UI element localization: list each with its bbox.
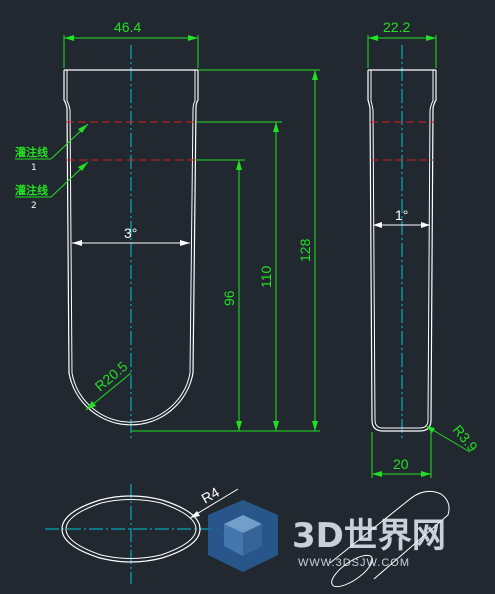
arrow-right [180, 240, 190, 246]
arrow-left [72, 240, 82, 246]
top-outline-outer [61, 495, 201, 563]
height-96-label: 96 [221, 290, 237, 306]
front-height-dimensions: 96 110 128 [131, 69, 320, 432]
fill-line-2-number: 2 [31, 201, 37, 211]
side-width-dimension: 22.2 [367, 19, 437, 68]
side-radius-dimension: R3.9 [425, 422, 481, 455]
cube-logo-icon [208, 500, 278, 572]
fill-line-annotations: 灌注线 1 灌注线 2 [15, 123, 89, 211]
fill-line-2-label: 灌注线 [15, 183, 48, 197]
logo-url-text: WWW.3DSJW.COM [298, 557, 410, 569]
front-outline-inner [66, 70, 196, 423]
front-taper-label: 3° [124, 225, 137, 241]
front-width-label: 46.4 [114, 19, 141, 35]
iso-sketch [329, 490, 450, 588]
logo-brand-text: 3D世界网 [292, 516, 446, 556]
fill-line-1-number: 1 [31, 163, 37, 173]
side-view: 1° [367, 45, 437, 440]
front-view: 3° [63, 45, 199, 440]
side-outline-outer [367, 70, 437, 432]
front-radius-dimension: R20.5 [85, 358, 132, 411]
top-outline-inner [65, 499, 197, 559]
top-radius-label: R4 [199, 484, 223, 507]
front-width-dimension: 46.4 [63, 19, 199, 68]
side-outline-inner [370, 70, 434, 429]
top-view: R4 [45, 484, 239, 584]
side-width-label: 22.2 [383, 19, 410, 35]
side-bottom-label: 20 [393, 456, 409, 472]
height-128-label: 128 [297, 238, 313, 262]
height-110-label: 110 [258, 265, 274, 288]
side-radius-label: R3.9 [450, 422, 481, 455]
side-taper-label: 1° [395, 207, 408, 223]
front-outline-outer [63, 70, 199, 426]
side-bottom-dimension: 20 [371, 432, 432, 478]
watermark-logo: 3D世界网 WWW.3DSJW.COM [208, 500, 446, 572]
fill-line-1-label: 灌注线 [15, 145, 48, 159]
